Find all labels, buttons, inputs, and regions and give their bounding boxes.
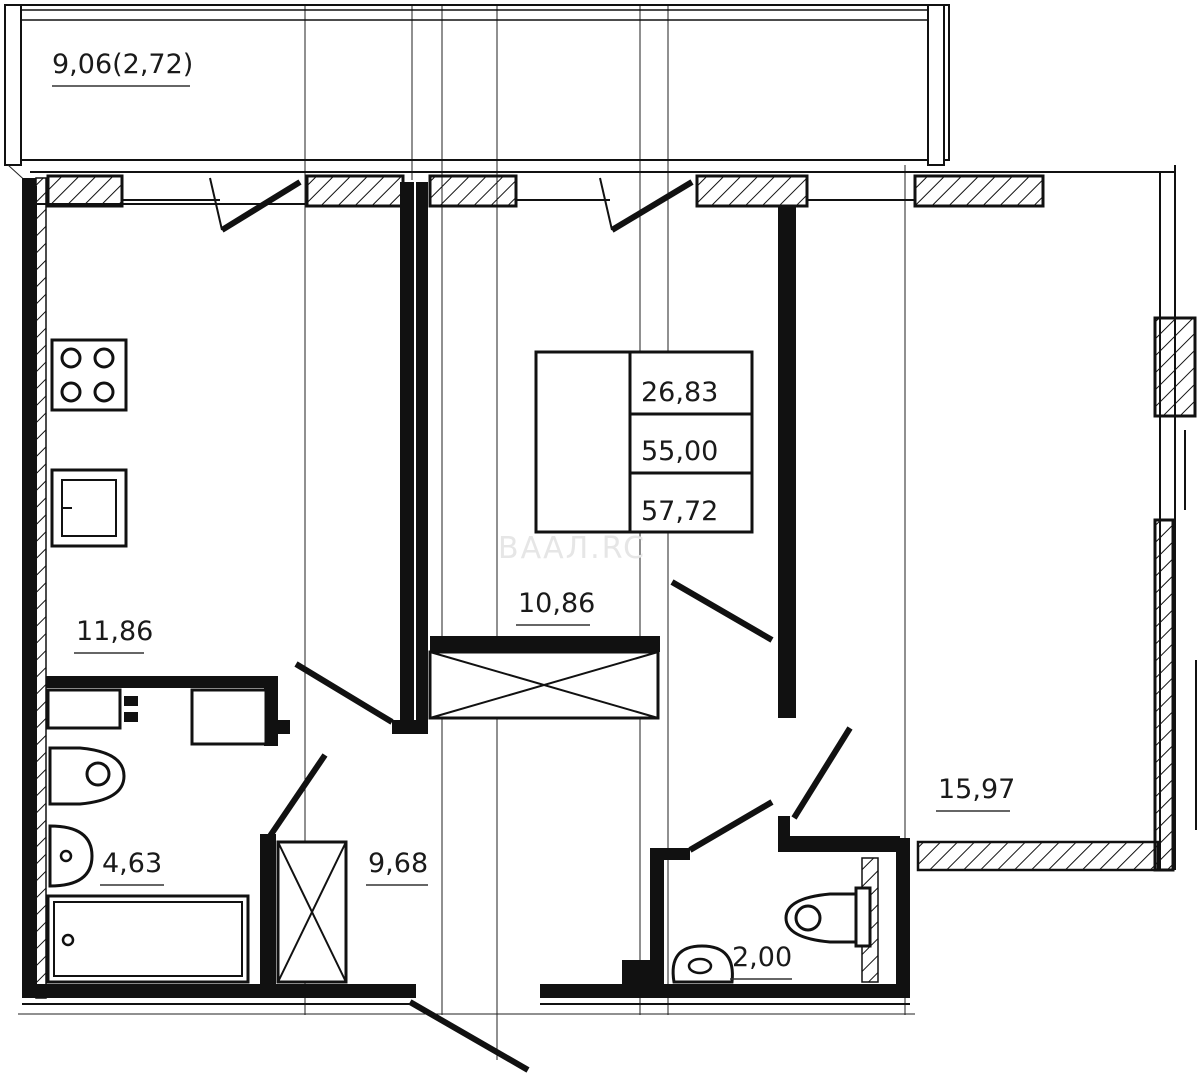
watermark: ВААЛ.RC xyxy=(498,531,646,566)
living-area-value: 26,83 xyxy=(641,377,718,408)
wc-toilet xyxy=(784,886,872,948)
wardrobe-entry xyxy=(276,840,348,984)
top-facade xyxy=(30,171,1175,208)
outer-walls xyxy=(22,177,910,1005)
room-label-bathroom: 4,63 xyxy=(102,848,162,879)
room-labels: 9,06(2,72) 11,86 10,86 15,97 9,68 4,63 2… xyxy=(52,49,1015,980)
bathtub xyxy=(46,894,250,984)
interior-walls xyxy=(46,182,900,998)
wardrobe-hall xyxy=(428,650,660,720)
room-label-wc: 2,00 xyxy=(732,942,792,973)
toilet xyxy=(48,746,126,806)
balcony-frame xyxy=(4,4,950,186)
kitchen-sink xyxy=(50,468,128,548)
total-area-value: 55,00 xyxy=(641,436,718,467)
total-with-balcony-value: 57,72 xyxy=(641,496,718,527)
room-label-hall: 9,68 xyxy=(368,848,428,879)
room-label-room-large: 15,97 xyxy=(938,774,1015,805)
washer xyxy=(46,688,268,746)
stove xyxy=(50,338,128,412)
area-summary-table: 26,83 55,00 57,72 xyxy=(534,350,754,534)
right-facade xyxy=(916,165,1197,872)
doors xyxy=(209,177,853,1073)
room-label-room-small: 10,86 xyxy=(518,588,595,619)
room-label-kitchen: 11,86 xyxy=(76,616,153,647)
wc-washbasin xyxy=(671,944,734,984)
room-label-balcony: 9,06(2,72) xyxy=(52,49,193,80)
washbasin xyxy=(48,824,94,888)
